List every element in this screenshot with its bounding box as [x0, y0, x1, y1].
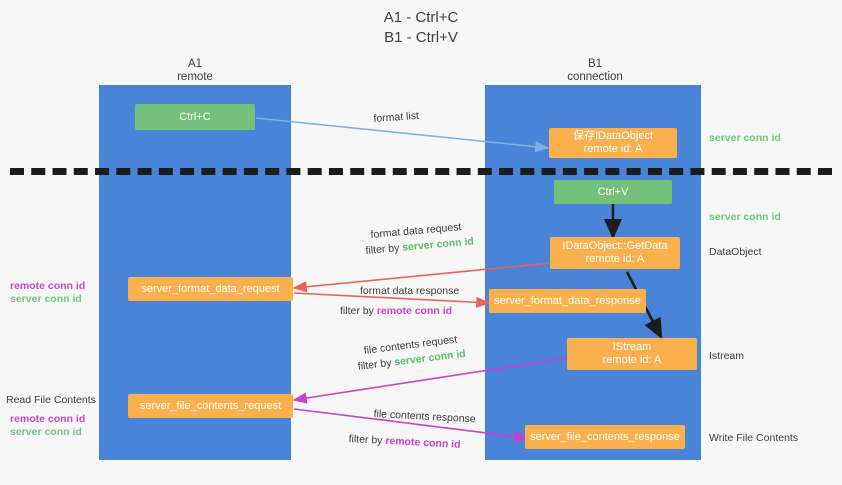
- annotation-dataobject-text: DataObject: [709, 246, 762, 258]
- box-ctrl-v-line1: Ctrl+V: [597, 185, 629, 198]
- box-server-format-data-request[interactable]: server_format_data_request: [128, 277, 293, 301]
- lane-header-a1: A1 remote: [130, 58, 260, 84]
- edge-label-format-data-response: format data response: [360, 285, 460, 297]
- box-server-format-data-response-line1: server_format_data_response: [494, 294, 641, 307]
- title-line-2: B1 - Ctrl+V: [384, 29, 458, 46]
- annotation-read-file-contents-text: Read File Contents: [6, 394, 96, 406]
- filter-prefix-2: filter by: [340, 305, 377, 317]
- annotation-remote-conn-id-2: remote conn id: [10, 412, 85, 426]
- annotation-istream-text: Istream: [709, 350, 745, 362]
- box-server-file-contents-response[interactable]: server_file_contents_response: [525, 425, 685, 449]
- box-istream[interactable]: IStream remote id: A: [567, 338, 697, 370]
- box-save-idataobject[interactable]: 保存IDataObject remote id: A: [549, 128, 677, 158]
- page-title: A1 - Ctrl+C B1 - Ctrl+V: [0, 8, 842, 48]
- edge-label-format-data-response-filter: filter by remote conn id: [340, 304, 452, 318]
- box-idataobject-getdata[interactable]: IDataObject::GetData remote id: A: [550, 237, 680, 269]
- box-ctrl-c-line1: Ctrl+C: [179, 110, 211, 123]
- filter-value-2: remote conn id: [376, 305, 453, 317]
- annotation-read-file-contents: Read File Contents: [6, 393, 96, 407]
- annotation-remote-conn-id-1-text: remote conn id: [10, 280, 86, 292]
- annotation-server-conn-id-mid: server conn id: [709, 210, 781, 224]
- lane-b1-sub: connection: [567, 71, 623, 83]
- filter-prefix-3: filter by: [357, 356, 396, 373]
- box-ctrl-c[interactable]: Ctrl+C: [135, 104, 255, 130]
- annotation-dataobject: DataObject: [709, 245, 762, 259]
- annotation-server-conn-id-2-text: server conn id: [10, 426, 82, 438]
- edge-label-file-contents-response-filter: filter by remote conn id: [348, 432, 461, 452]
- edge-label-file-contents-response: file contents response: [373, 407, 476, 426]
- filter-prefix-1: filter by: [365, 241, 403, 257]
- annotation-write-file-contents: Write File Contents: [709, 431, 798, 445]
- lane-b1-name: B1: [587, 58, 603, 70]
- annotation-server-conn-id-mid-text: server conn id: [709, 211, 781, 223]
- box-save-idataobject-line2: remote id: A: [583, 143, 643, 155]
- annotation-remote-conn-id-1: remote conn id: [10, 279, 85, 293]
- annotation-remote-conn-id-2-text: remote conn id: [10, 413, 86, 425]
- box-istream-line1: IStream: [612, 341, 652, 353]
- annotation-server-conn-id-2: server conn id: [10, 425, 82, 439]
- filter-prefix-4: filter by: [348, 432, 386, 447]
- filter-value-4: remote conn id: [385, 434, 461, 451]
- annotation-server-conn-id-1: server conn id: [10, 292, 82, 306]
- annotation-write-file-contents-text: Write File Contents: [709, 432, 799, 444]
- edge-label-format-list: format list: [373, 109, 420, 125]
- lane-a1-name: A1: [187, 58, 203, 70]
- box-idataobject-getdata-line2: remote id: A: [585, 253, 645, 265]
- annotation-server-conn-id-1-text: server conn id: [10, 293, 82, 305]
- lane-header-b1: B1 connection: [530, 58, 660, 84]
- lane-a1-sub: remote: [177, 71, 213, 83]
- annotation-server-conn-id-top-text: server conn id: [709, 132, 781, 144]
- box-istream-line2: remote id: A: [602, 354, 662, 366]
- annotation-server-conn-id-top: server conn id: [709, 131, 781, 145]
- box-idataobject-getdata-line1: IDataObject::GetData: [562, 240, 668, 252]
- box-ctrl-v[interactable]: Ctrl+V: [554, 180, 672, 204]
- box-server-format-data-request-line1: server_format_data_request: [141, 282, 280, 295]
- box-server-format-data-response[interactable]: server_format_data_response: [489, 289, 646, 313]
- phase-divider-dashed-line: [10, 168, 832, 175]
- box-server-file-contents-request-line1: server_file_contents_request: [139, 399, 282, 412]
- box-server-file-contents-response-line1: server_file_contents_response: [530, 430, 680, 443]
- box-server-file-contents-request[interactable]: server_file_contents_request: [128, 394, 293, 418]
- box-save-idataobject-line1: 保存IDataObject: [572, 130, 654, 142]
- title-line-1: A1 - Ctrl+C: [383, 9, 459, 26]
- annotation-istream: Istream: [709, 349, 744, 363]
